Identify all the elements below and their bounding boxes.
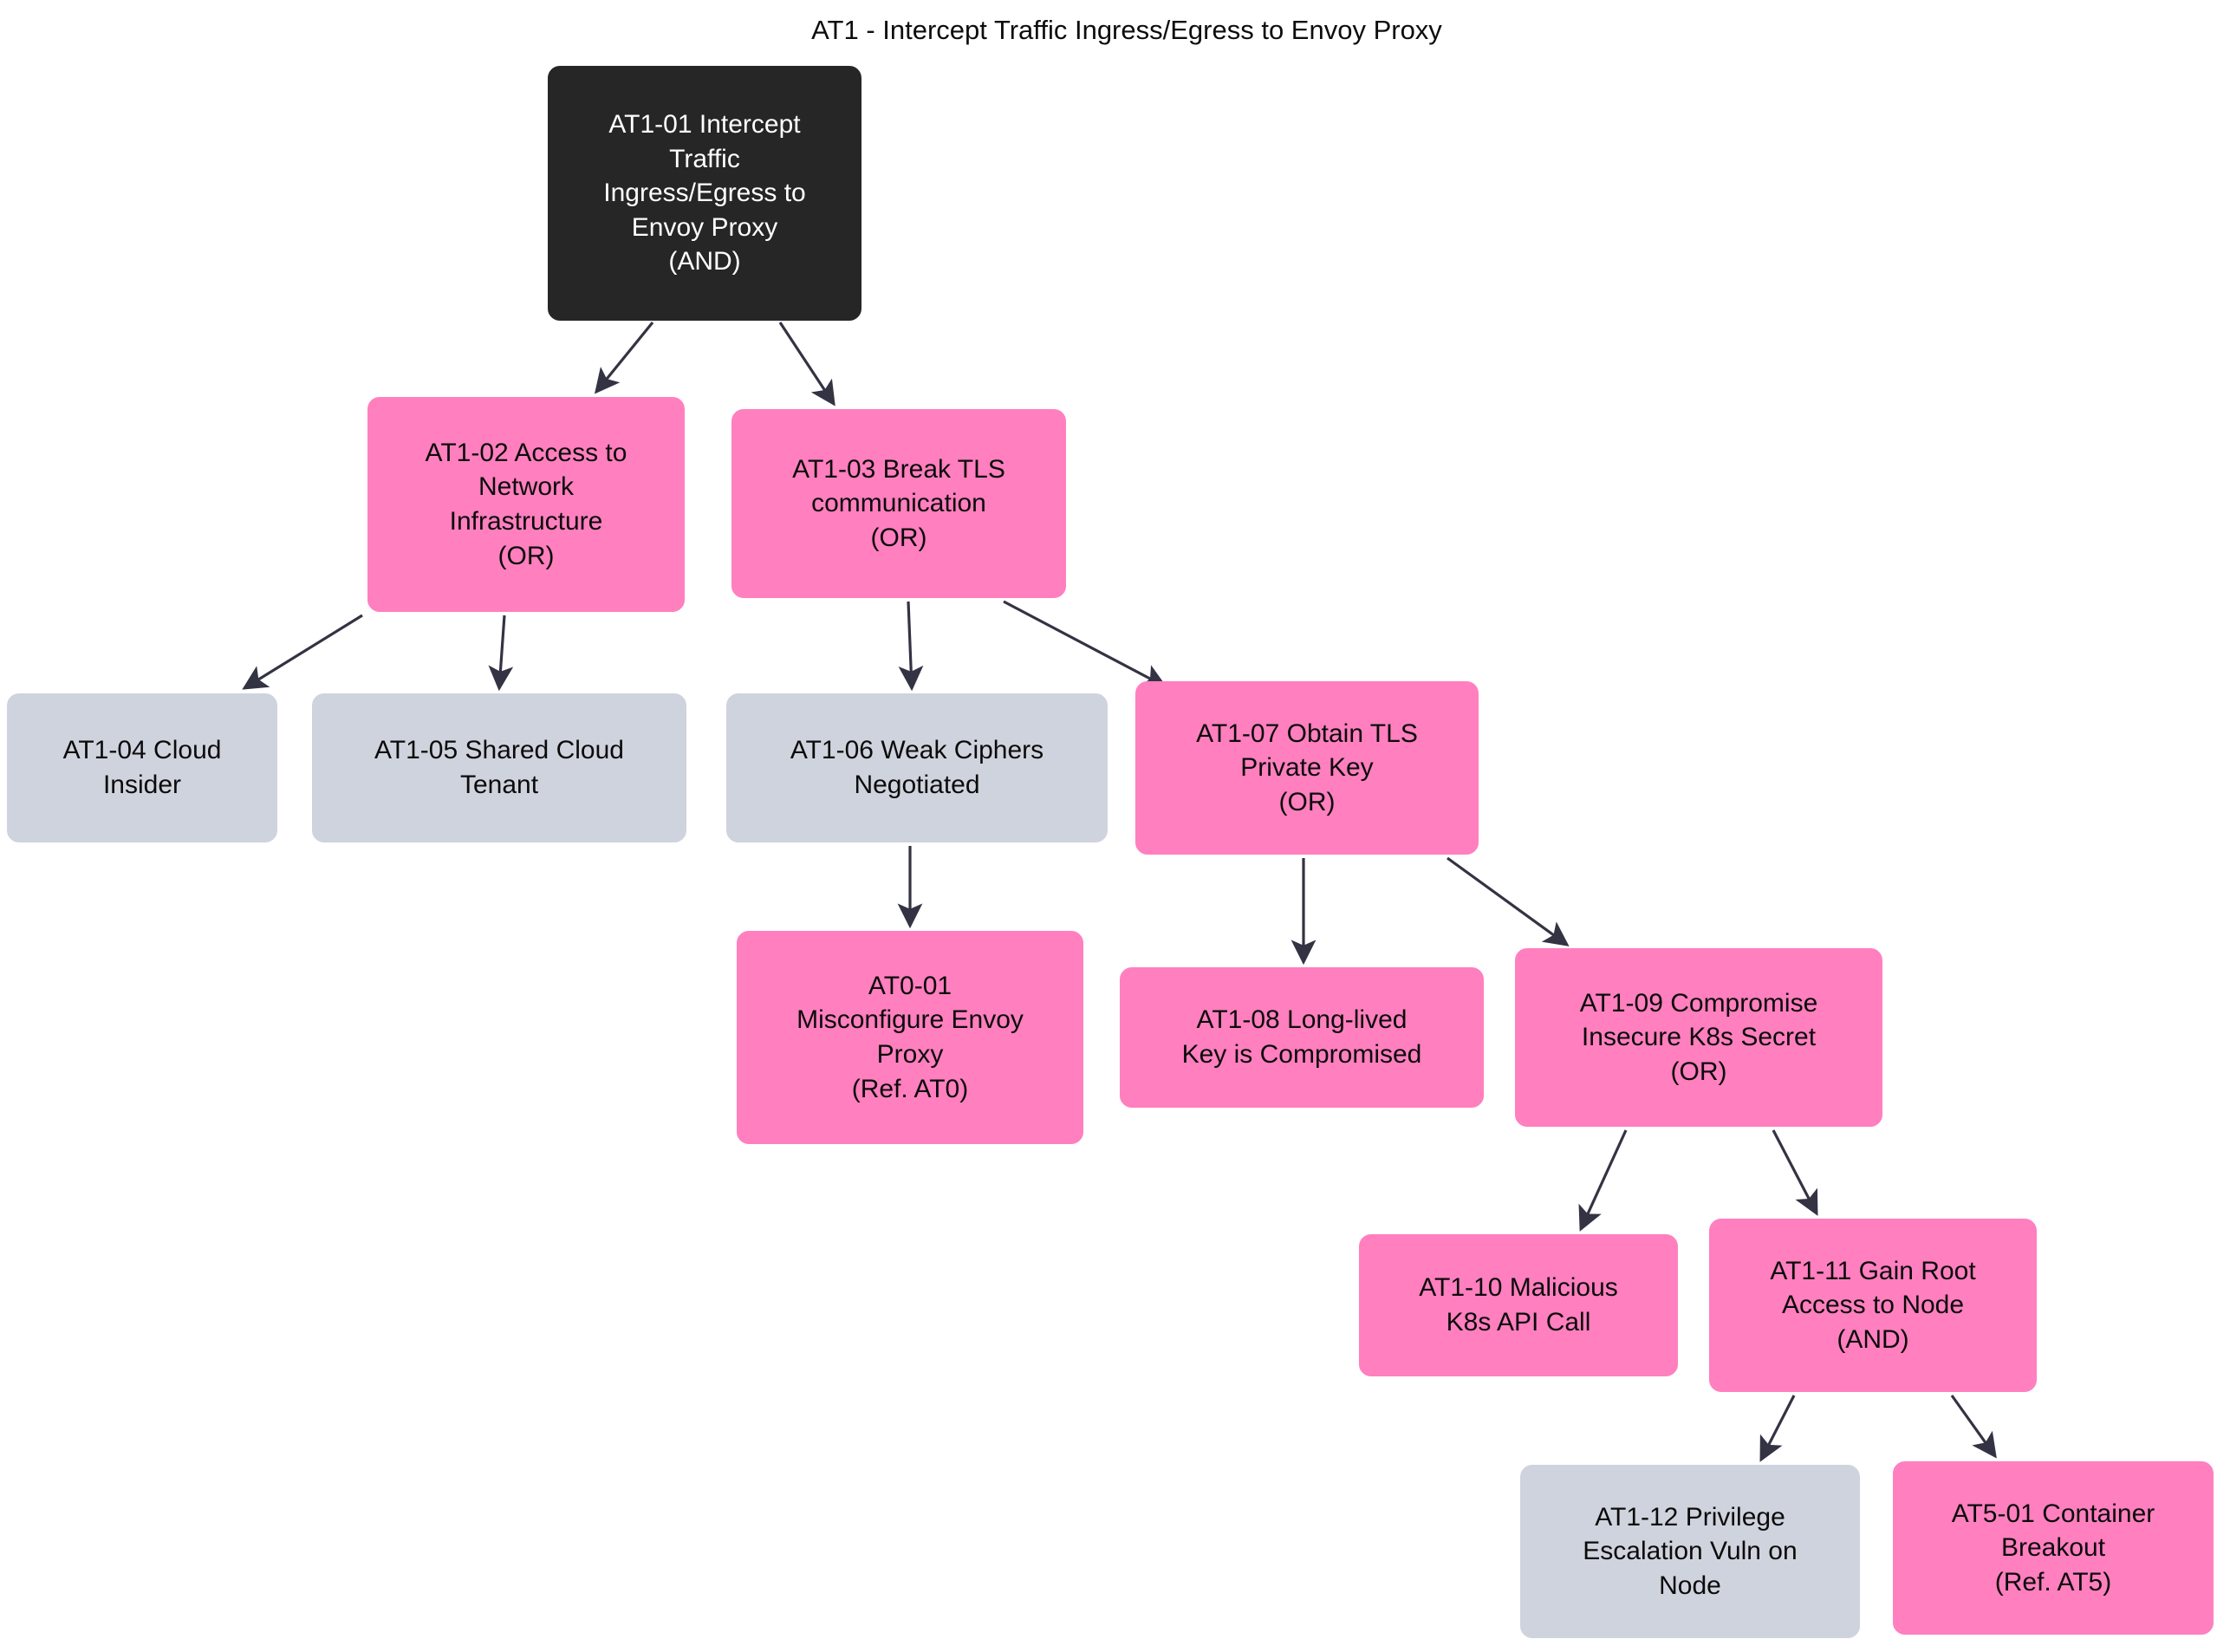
- node-at1-07[interactable]: AT1-07 Obtain TLS Private Key (OR): [1135, 681, 1479, 855]
- edge-at1-02-to-at1-05: [488, 615, 514, 692]
- edge-at1-02-to-at1-04: [242, 614, 363, 690]
- node-at1-11[interactable]: AT1-11 Gain Root Access to Node (AND): [1709, 1219, 2037, 1392]
- node-at1-10[interactable]: AT1-10 Malicious K8s API Call: [1359, 1234, 1678, 1376]
- edge-at1-01-to-at1-02: [594, 321, 654, 394]
- node-at1-03[interactable]: AT1-03 Break TLS communication (OR): [731, 409, 1066, 598]
- page-title: AT1 - Intercept Traffic Ingress/Egress t…: [811, 15, 1442, 45]
- edge-at1-03-to-at1-07: [1003, 600, 1167, 688]
- node-at1-09[interactable]: AT1-09 Compromise Insecure K8s Secret (O…: [1515, 948, 1882, 1127]
- edge-at1-01-to-at1-03: [778, 322, 835, 406]
- node-at1-06[interactable]: AT1-06 Weak Ciphers Negotiated: [726, 693, 1108, 842]
- node-at1-05[interactable]: AT1-05 Shared Cloud Tenant: [312, 693, 686, 842]
- edge-at1-11-to-at5-01: [1950, 1395, 1997, 1459]
- diagram-title-wrap: AT1 - Intercept Traffic Ingress/Egress t…: [745, 14, 1508, 46]
- edge-at1-11-to-at1-12: [1759, 1395, 1796, 1462]
- node-at1-04[interactable]: AT1-04 Cloud Insider: [7, 693, 277, 842]
- edge-at1-03-to-at1-06: [898, 601, 924, 692]
- node-at1-12[interactable]: AT1-12 Privilege Escalation Vuln on Node: [1520, 1465, 1860, 1638]
- edge-at1-07-to-at1-09: [1447, 856, 1570, 946]
- node-at1-01[interactable]: AT1-01 Intercept Traffic Ingress/Egress …: [548, 66, 861, 321]
- edge-at1-09-to-at1-10: [1578, 1129, 1628, 1232]
- node-at1-08[interactable]: AT1-08 Long-lived Key is Compromised: [1120, 967, 1484, 1108]
- node-at5-01[interactable]: AT5-01 Container Breakout (Ref. AT5): [1893, 1461, 2214, 1635]
- node-at0-01[interactable]: AT0-01 Misconfigure Envoy Proxy (Ref. AT…: [737, 931, 1083, 1144]
- node-at1-02[interactable]: AT1-02 Access to Network Infrastructure …: [367, 397, 685, 612]
- edge-at1-09-to-at1-11: [1772, 1129, 1818, 1216]
